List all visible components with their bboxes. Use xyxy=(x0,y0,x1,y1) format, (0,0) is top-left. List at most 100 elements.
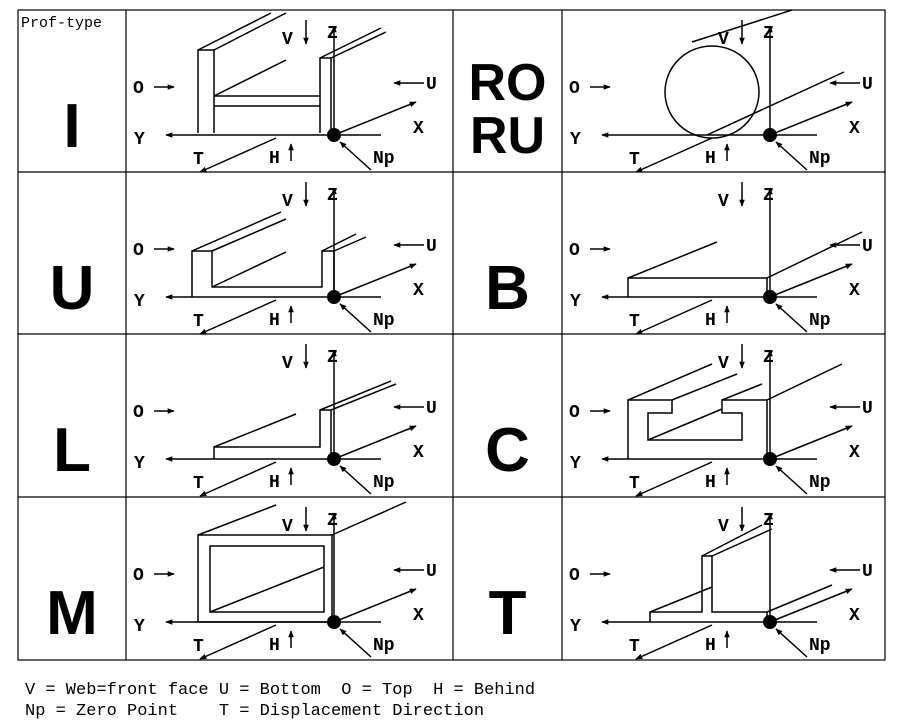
profile-label-b: B xyxy=(485,254,530,323)
profile-shape-l xyxy=(213,380,397,459)
u-label: U xyxy=(426,562,437,582)
x-axis-arrow xyxy=(333,588,417,623)
profile-shape-i xyxy=(197,12,387,133)
t-label: T xyxy=(629,150,640,170)
axis-arrows xyxy=(590,344,860,497)
h-label: H xyxy=(269,311,280,331)
t-label: T xyxy=(193,637,204,657)
np-label: Np xyxy=(373,311,395,331)
z-label: Z xyxy=(763,511,774,531)
axis-arrows xyxy=(154,182,424,335)
profile-shape-t xyxy=(649,524,833,622)
profile-label-c: C xyxy=(485,416,530,485)
y-label: Y xyxy=(570,617,581,637)
o-label: O xyxy=(133,566,144,586)
t-label: T xyxy=(629,474,640,494)
v-label: V xyxy=(718,30,729,50)
axis-arrows xyxy=(154,507,424,660)
t-label: T xyxy=(193,312,204,332)
np-arrow xyxy=(339,303,372,333)
np-arrow xyxy=(775,303,808,333)
profile-shape-c xyxy=(627,363,843,459)
v-label: V xyxy=(718,354,729,374)
u-label: U xyxy=(426,75,437,95)
v-label: V xyxy=(718,517,729,537)
zero-point-dot xyxy=(327,452,341,466)
y-label: Y xyxy=(570,130,581,150)
y-label: Y xyxy=(134,617,145,637)
y-label: Y xyxy=(570,292,581,312)
t-arrow xyxy=(199,137,277,173)
u-label: U xyxy=(426,399,437,419)
x-label: X xyxy=(849,443,860,463)
z-label: Z xyxy=(327,24,338,44)
axis-arrows xyxy=(590,507,860,660)
y-label: Y xyxy=(570,454,581,474)
h-label: H xyxy=(269,636,280,656)
t-arrow xyxy=(635,137,713,173)
x-label: X xyxy=(413,443,424,463)
np-arrow xyxy=(775,628,808,658)
t-arrow xyxy=(635,299,713,335)
profile-label-u: U xyxy=(50,254,95,323)
profile-label-t: T xyxy=(489,579,527,648)
z-label: Z xyxy=(763,186,774,206)
t-arrow xyxy=(635,461,713,497)
t-arrow xyxy=(199,299,277,335)
o-label: O xyxy=(133,241,144,261)
np-label: Np xyxy=(809,311,831,331)
o-label: O xyxy=(133,403,144,423)
axis-arrows xyxy=(154,20,424,173)
zero-point-dot xyxy=(763,128,777,142)
x-axis-arrow xyxy=(769,425,853,460)
x-axis-arrow xyxy=(333,263,417,298)
v-label: V xyxy=(282,354,293,374)
x-label: X xyxy=(849,281,860,301)
o-label: O xyxy=(569,241,580,261)
profile-shape-ro-ru xyxy=(664,9,845,139)
o-label: O xyxy=(569,79,580,99)
t-arrow xyxy=(635,624,713,660)
table-border xyxy=(17,9,886,661)
legend-line-1: V = Web=front face U = Bottom O = Top H … xyxy=(25,681,535,700)
zero-point-dot xyxy=(327,615,341,629)
profile-shape-m xyxy=(197,501,407,623)
table-grid xyxy=(17,9,886,661)
t-arrow xyxy=(199,461,277,497)
u-label: U xyxy=(862,237,873,257)
x-axis-arrow xyxy=(769,263,853,298)
zero-point-dot xyxy=(327,290,341,304)
profile-label-i: I xyxy=(63,92,80,161)
z-label: Z xyxy=(763,24,774,44)
t-label: T xyxy=(629,637,640,657)
profile-shape-b xyxy=(627,231,863,297)
axis-arrows xyxy=(590,20,860,173)
t-label: T xyxy=(629,312,640,332)
o-label: O xyxy=(569,403,580,423)
o-label: O xyxy=(133,79,144,99)
y-label: Y xyxy=(134,292,145,312)
x-label: X xyxy=(413,119,424,139)
v-label: V xyxy=(718,192,729,212)
np-label: Np xyxy=(373,149,395,169)
v-label: V xyxy=(282,192,293,212)
zero-point-dot xyxy=(327,128,341,142)
profile-label-l: L xyxy=(53,416,91,485)
axis-arrows xyxy=(590,182,860,335)
zero-point-dot xyxy=(763,452,777,466)
axis-arrows xyxy=(154,344,424,497)
v-label: V xyxy=(282,517,293,537)
x-label: X xyxy=(413,606,424,626)
z-label: Z xyxy=(327,511,338,531)
profile-label-ro-ru: RO xyxy=(469,54,547,112)
profile-shape-u xyxy=(191,211,367,297)
np-label: Np xyxy=(809,473,831,493)
